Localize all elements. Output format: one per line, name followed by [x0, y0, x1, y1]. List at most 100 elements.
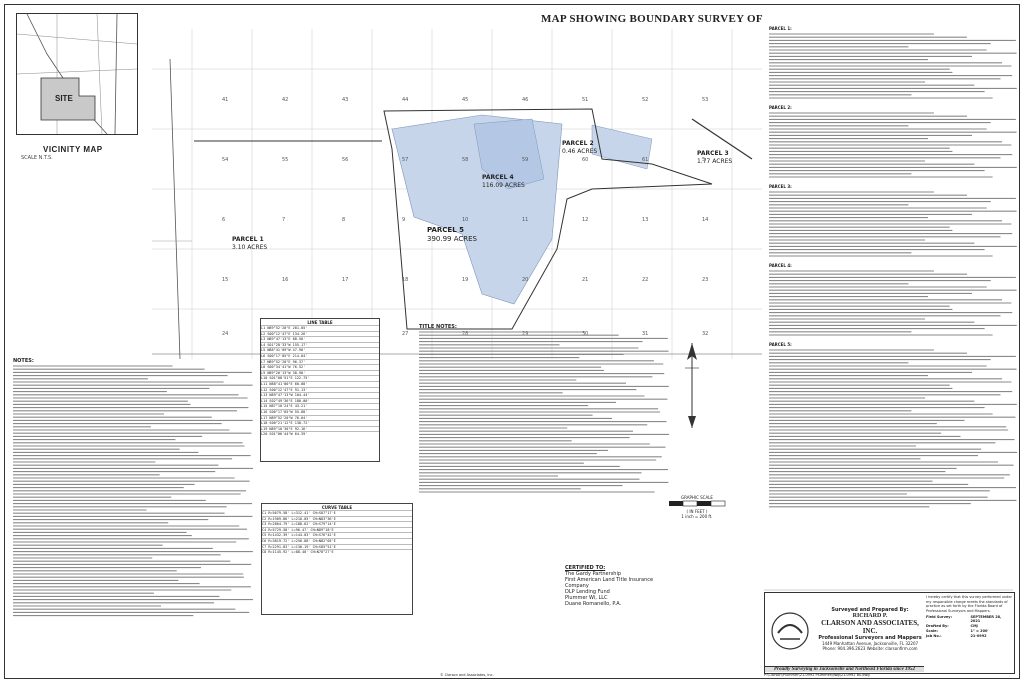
lot-number: 22: [642, 277, 648, 283]
curve-table-title: CURVE TABLE: [321, 505, 353, 510]
lot-number: 5: [702, 157, 705, 163]
lot-number: 58: [462, 157, 468, 163]
notes-text: [13, 365, 253, 617]
parcel-1-heading: PARCEL 1:: [769, 26, 792, 31]
title-block: Surveyed and Prepared By: RICHARD P. CLA…: [764, 592, 1015, 674]
table-row: C2 R=1909.86' L=210.05' CH=N83°36'E: [262, 515, 412, 522]
vicinity-map-title: VICINITY MAP: [43, 145, 103, 154]
plan-drawing: PARCEL 1 3.10 ACRES PARCEL 2 0.46 ACRES …: [152, 29, 762, 359]
table-row: L9 N89°20'13"W 38.90': [261, 369, 379, 376]
line-table-title: LINE TABLE: [307, 320, 333, 325]
certification-box: I hereby certify that this survey perfor…: [926, 595, 1012, 657]
parcel-5-heading: PARCEL 5:: [769, 342, 792, 347]
certified-to: CERTIFIED TO: The Gardy Partnership Firs…: [565, 565, 655, 607]
title-notes: TITLE NOTES:: [419, 324, 669, 494]
site-area: [40, 77, 96, 121]
boundary-line: [383, 108, 713, 330]
title-notes-text: [419, 331, 669, 493]
table-row: L16 S00°17'05"W 55.88': [261, 408, 379, 415]
legal-descriptions: PARCEL 1: PARCEL 2: PARCEL 3: PARCEL 4: …: [769, 23, 1017, 595]
table-row: C8 R=1145.92' L=88.40' CH=N78°27'E: [262, 549, 412, 555]
graphic-scale-label: GRAPHIC SCALE: [681, 495, 713, 500]
parcel-2-label: PARCEL 2: [562, 140, 594, 147]
lot-number: 18: [402, 277, 408, 283]
certified-to-line: DLP Lending Fund: [565, 589, 610, 595]
firm-profession: Professional Surveyors and Mappers: [818, 635, 922, 641]
wetland-area-2: [473, 118, 545, 190]
table-row: L2 S00°12'47"E 134.26': [261, 330, 379, 337]
lot-number: 11: [522, 217, 528, 223]
parcel-1-text: [769, 33, 1017, 99]
table-row: L3 N89°47'13"E 88.50': [261, 336, 379, 342]
table-row: C1 R=5679.58' L=312.41' CH=S87°17'E: [262, 510, 412, 516]
wetland-area-3: [591, 124, 653, 170]
firm-info: Surveyed and Prepared By: RICHARD P. CLA…: [815, 607, 925, 651]
firm-address: 1449 Manhattan Avenue, Jacksonville, FL …: [821, 641, 919, 646]
graphic-scale: GRAPHIC SCALE ( IN FEET ) 1 inch = 200 f…: [667, 495, 727, 535]
certified-to-line: The Gardy Partnership: [565, 571, 622, 577]
lot-number: 16: [282, 277, 288, 283]
field-date-label: Field Survey:: [926, 615, 952, 619]
north-arrow-icon: [685, 343, 699, 428]
table-row: C7 R=2291.83' L=130.19' CH=S85°51'E: [262, 543, 412, 550]
lot-number: 31: [642, 331, 648, 337]
lot-number: 57: [402, 157, 408, 163]
road-line: [169, 58, 181, 359]
table-row: L15 N87°10'24"E 43.21': [261, 403, 379, 409]
table-row: L4 S01°28'33"W 155.17': [261, 341, 379, 348]
parcel-3-label: PARCEL 3: [697, 150, 729, 157]
lot-number: 60: [582, 157, 588, 163]
parcel-1-acres: 3.10 ACRES: [232, 244, 267, 251]
parcel-3-text: [769, 191, 1017, 257]
lot-number: 29: [522, 331, 528, 337]
lot-number: 19: [462, 277, 468, 283]
lot-number: 44: [402, 97, 408, 103]
parcel-2-heading: PARCEL 2:: [769, 105, 792, 110]
drafted-by-value: CMJ: [970, 624, 978, 628]
lot-number: 23: [702, 277, 708, 283]
graphic-scale-ratio: 1 inch = 200 ft.: [681, 514, 713, 519]
lot-number: 14: [702, 217, 708, 223]
vicinity-map-drawing: [17, 14, 137, 134]
table-row: C4 R=5729.58' L=96.47' CH=N89°18'E: [262, 526, 412, 533]
firm-tagline: Proudly Surveying in Jacksonville and No…: [765, 666, 924, 672]
lot-number: 32: [702, 331, 708, 337]
table-row: L5 N88°41'09"W 47.90': [261, 347, 379, 353]
curve-table: CURVE TABLE C1 R=5679.58' L=312.41' CH=S…: [261, 503, 413, 615]
lot-number: 51: [582, 97, 588, 103]
lot-number: 45: [462, 97, 468, 103]
line-table-rows: L1 N89°52'20"E 201.05'L2 S00°12'47"E 134…: [261, 325, 379, 437]
parcel-1-label: PARCEL 1: [232, 236, 264, 243]
lot-number: 42: [282, 97, 288, 103]
firm-name: CLARSON AND ASSOCIATES, INC.: [821, 619, 919, 635]
vicinity-scale-note: SCALE N.T.S.: [21, 155, 53, 161]
lot-number: 24: [222, 331, 228, 337]
lot-number: 15: [222, 277, 228, 283]
certified-to-line: Plummer Wi, LLC: [565, 595, 608, 601]
table-row: C6 R=3819.72' L=250.88' CH=N82°05'E: [262, 537, 412, 544]
parcel-5-acres: 390.99 ACRES: [427, 235, 478, 243]
lot-number: 17: [342, 277, 348, 283]
firm-logo-icon: [771, 612, 809, 650]
firm-principal: RICHARD P.: [852, 613, 888, 619]
certified-to-title: CERTIFIED TO:: [565, 565, 606, 571]
table-row: L1 N89°52'20"E 201.05': [261, 325, 379, 331]
field-date-value: SEPTEMBER 28, 2021: [970, 615, 1002, 623]
parcel-4-acres: 116.09 ACRES: [482, 182, 525, 189]
scale-label: Scale:: [926, 629, 938, 633]
certification-text: I hereby certify that this survey perfor…: [926, 595, 1012, 613]
lot-number: 59: [522, 157, 528, 163]
lot-number: 54: [222, 157, 228, 163]
table-row: L6 S00°17'05"E 214.04': [261, 352, 379, 359]
graphic-scale-units: ( IN FEET ): [686, 509, 708, 514]
lot-number: 6: [222, 217, 225, 223]
table-row: L17 N89°52'20"W 76.04': [261, 414, 379, 421]
lot-number: 20: [522, 277, 528, 283]
table-row: L20 S01°06'44"W 64.39': [261, 431, 379, 437]
parcel-4-label: PARCEL 4: [482, 174, 514, 181]
lot-number: 53: [702, 97, 708, 103]
table-row: L12 S00°12'47"E 91.13': [261, 386, 379, 393]
survey-sheet: SITE VICINITY MAP SCALE N.T.S. MAP SHOWI…: [4, 4, 1020, 679]
table-row: L7 N89°52'20"E 96.37': [261, 358, 379, 365]
